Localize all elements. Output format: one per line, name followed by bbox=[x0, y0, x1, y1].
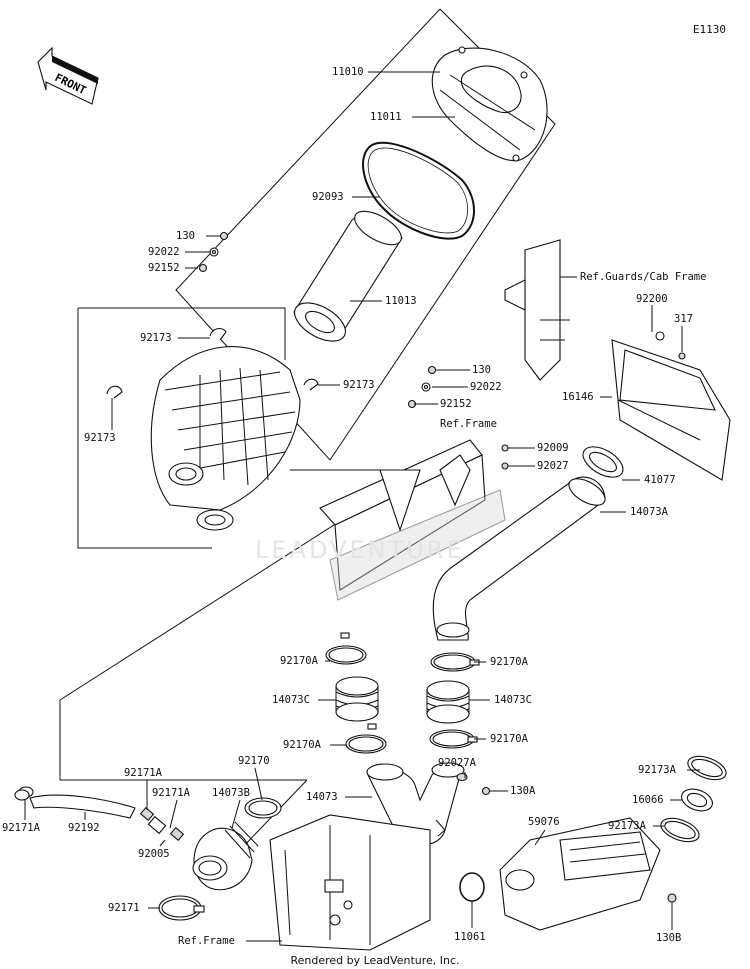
nut-92152-icon bbox=[198, 263, 208, 273]
part-label: 92005 bbox=[138, 848, 170, 860]
part-label: 92009 bbox=[537, 442, 569, 454]
part-label: 11011 bbox=[370, 111, 402, 123]
part-label: 317 bbox=[674, 313, 693, 325]
part-label: 92171A bbox=[2, 822, 40, 834]
part-label: 92170 bbox=[238, 755, 270, 767]
boot-16066 bbox=[681, 788, 713, 812]
part-label: 14073C bbox=[494, 694, 532, 706]
clamp-92173A-bottom bbox=[660, 817, 700, 843]
part-label: 92170A bbox=[280, 655, 318, 667]
cover-16146 bbox=[611, 331, 731, 481]
duct-14073 bbox=[366, 762, 465, 846]
part-label: 92022 bbox=[148, 246, 180, 258]
part-label: 130 bbox=[472, 364, 491, 376]
diagram-code: E1130 bbox=[692, 23, 726, 36]
part-label: 130B bbox=[656, 932, 682, 944]
clamp-92171 bbox=[158, 895, 205, 921]
clip-92173-left bbox=[106, 385, 123, 399]
footer-credit: Rendered by LeadVenture, Inc. bbox=[290, 954, 460, 967]
washer-92022-center-icon bbox=[421, 382, 431, 392]
clamp-92170 bbox=[244, 797, 282, 819]
part-label: 92173 bbox=[84, 432, 116, 444]
part-label: 130A bbox=[510, 785, 536, 797]
housing-bracket-outline bbox=[77, 308, 212, 549]
boot-14073C-right bbox=[426, 680, 470, 724]
watermark: LEADVENTURE bbox=[255, 536, 465, 564]
part-label: 92170A bbox=[490, 733, 528, 745]
part-label: 92173 bbox=[140, 332, 172, 344]
lower-frame bbox=[269, 814, 431, 951]
part-label: 92027 bbox=[537, 460, 569, 472]
part-label: 14073A bbox=[630, 506, 668, 518]
part-label: 92200 bbox=[636, 293, 668, 305]
bolt-130-icon bbox=[206, 231, 229, 241]
washer-92022-icon bbox=[208, 247, 219, 257]
part-label: 92171 bbox=[108, 902, 140, 914]
clip-11061 bbox=[459, 872, 485, 902]
part-label: Ref.Guards/Cab Frame bbox=[580, 271, 707, 283]
clip-92173-upper bbox=[209, 327, 227, 341]
part-label: 59076 bbox=[528, 816, 560, 828]
bolt-130A-icon bbox=[481, 786, 505, 796]
hose-92192 bbox=[18, 786, 136, 819]
part-label: 11010 bbox=[332, 66, 364, 78]
part-label: 41077 bbox=[644, 474, 676, 486]
clamp-92171A-left bbox=[14, 789, 30, 801]
boot-14073C-left bbox=[335, 676, 379, 722]
leader-lines bbox=[24, 71, 700, 942]
part-label: 92022 bbox=[470, 381, 502, 393]
filter-element-11013 bbox=[293, 210, 403, 342]
clamp-92173A-top bbox=[687, 755, 727, 781]
part-label: 92192 bbox=[68, 822, 100, 834]
guard-bracket bbox=[504, 239, 570, 381]
part-label: 92173A bbox=[608, 820, 646, 832]
bolt-130B-icon bbox=[667, 893, 677, 920]
part-label: 14073C bbox=[272, 694, 310, 706]
air-cleaner-housing bbox=[150, 346, 301, 531]
front-arrow-icon: FRONT bbox=[37, 46, 99, 105]
part-label: 14073 bbox=[306, 791, 338, 803]
part-label: 11061 bbox=[454, 931, 486, 943]
part-label: 92152 bbox=[440, 398, 472, 410]
part-label: Ref.Frame bbox=[440, 418, 497, 430]
bolt-92009-icon bbox=[501, 444, 535, 452]
part-label: 16146 bbox=[562, 391, 594, 403]
part-label: 14073B bbox=[212, 787, 250, 799]
clip-92173-right bbox=[303, 378, 319, 391]
clamp-92170A-left-2 bbox=[345, 723, 387, 754]
filter-cover-11011 bbox=[431, 46, 548, 162]
part-label: 92027A bbox=[438, 757, 476, 769]
part-label: 92171A bbox=[124, 767, 162, 779]
lower-assembly-outline bbox=[59, 469, 422, 781]
part-label: 92093 bbox=[312, 191, 344, 203]
clamp-92170A-right-1 bbox=[430, 652, 480, 672]
duct-14073A bbox=[432, 476, 606, 641]
frame-member bbox=[319, 439, 506, 601]
part-label: 130 bbox=[176, 230, 195, 242]
collar-92027-icon bbox=[501, 462, 535, 470]
box-59076 bbox=[499, 817, 661, 931]
bolt-130-center-icon bbox=[427, 365, 470, 375]
clamp-92170A-right-2 bbox=[429, 729, 478, 749]
part-label: 16066 bbox=[632, 794, 664, 806]
fitting-92005 bbox=[139, 806, 185, 842]
clamp-92170A-left-1 bbox=[325, 632, 367, 665]
part-label: Ref.Frame bbox=[178, 935, 235, 947]
part-label: 92173 bbox=[343, 379, 375, 391]
part-label: 92152 bbox=[148, 262, 180, 274]
part-label: 92170A bbox=[490, 656, 528, 668]
part-label: 92171A bbox=[152, 787, 190, 799]
intake-14073B bbox=[192, 821, 259, 891]
gasket-92093 bbox=[362, 141, 475, 240]
part-label: 92173A bbox=[638, 764, 676, 776]
part-label: 92170A bbox=[283, 739, 321, 751]
seal-41077 bbox=[582, 446, 624, 478]
part-label: 11013 bbox=[385, 295, 417, 307]
